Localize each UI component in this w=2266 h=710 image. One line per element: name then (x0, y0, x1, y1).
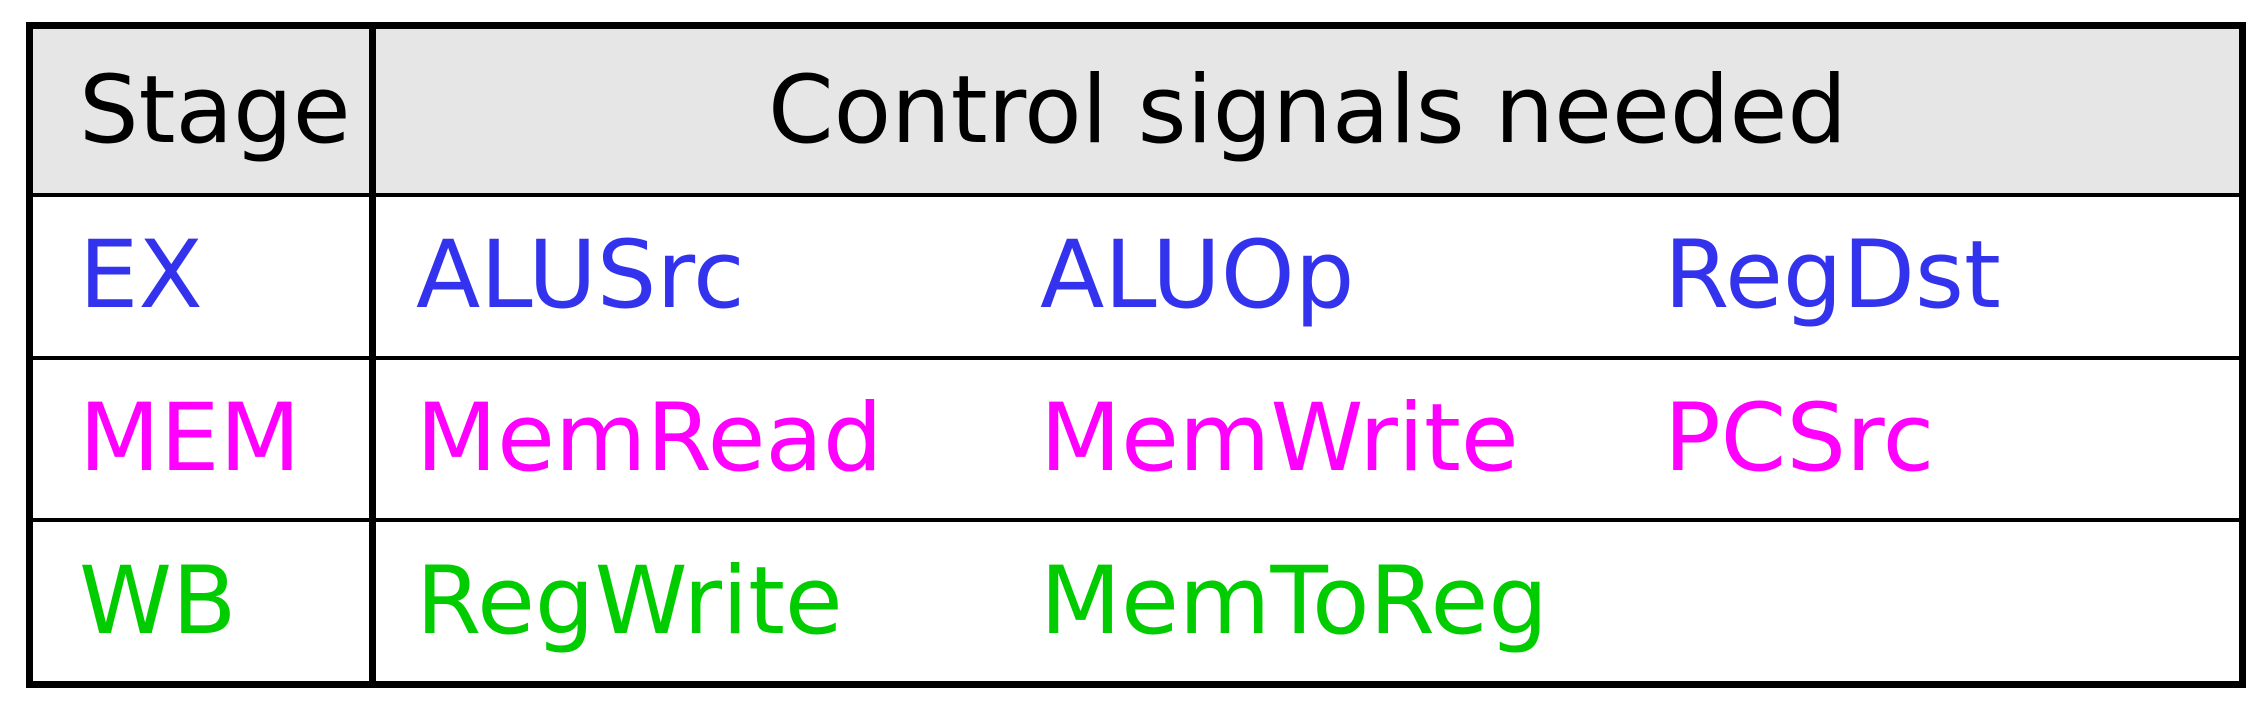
signal-memread: MemRead (416, 383, 883, 493)
signal-aluop: ALUOp (1040, 221, 1355, 331)
control-signals-table: Stage Control signals needed EX ALUSrc A… (26, 22, 2246, 688)
signals-mem: MemRead MemWrite PCSrc (376, 355, 2239, 519)
signal-memtoreg: MemToReg (1040, 546, 1549, 656)
signal-regwrite: RegWrite (416, 546, 843, 656)
stage-mem: MEM (33, 355, 376, 519)
stage-wb: WB (33, 518, 376, 681)
signal-memwrite: MemWrite (1040, 383, 1519, 493)
stage-header: Stage (33, 29, 376, 193)
signal-alusrc: ALUSrc (416, 221, 745, 331)
signal-pcsrc: PCSrc (1664, 383, 1935, 493)
signals-wb: RegWrite MemToReg (376, 518, 2239, 681)
signal-regdst: RegDst (1664, 221, 2001, 331)
signals-ex: ALUSrc ALUOp RegDst (376, 193, 2239, 356)
stage-ex: EX (33, 193, 376, 356)
signals-header: Control signals needed (376, 29, 2239, 193)
